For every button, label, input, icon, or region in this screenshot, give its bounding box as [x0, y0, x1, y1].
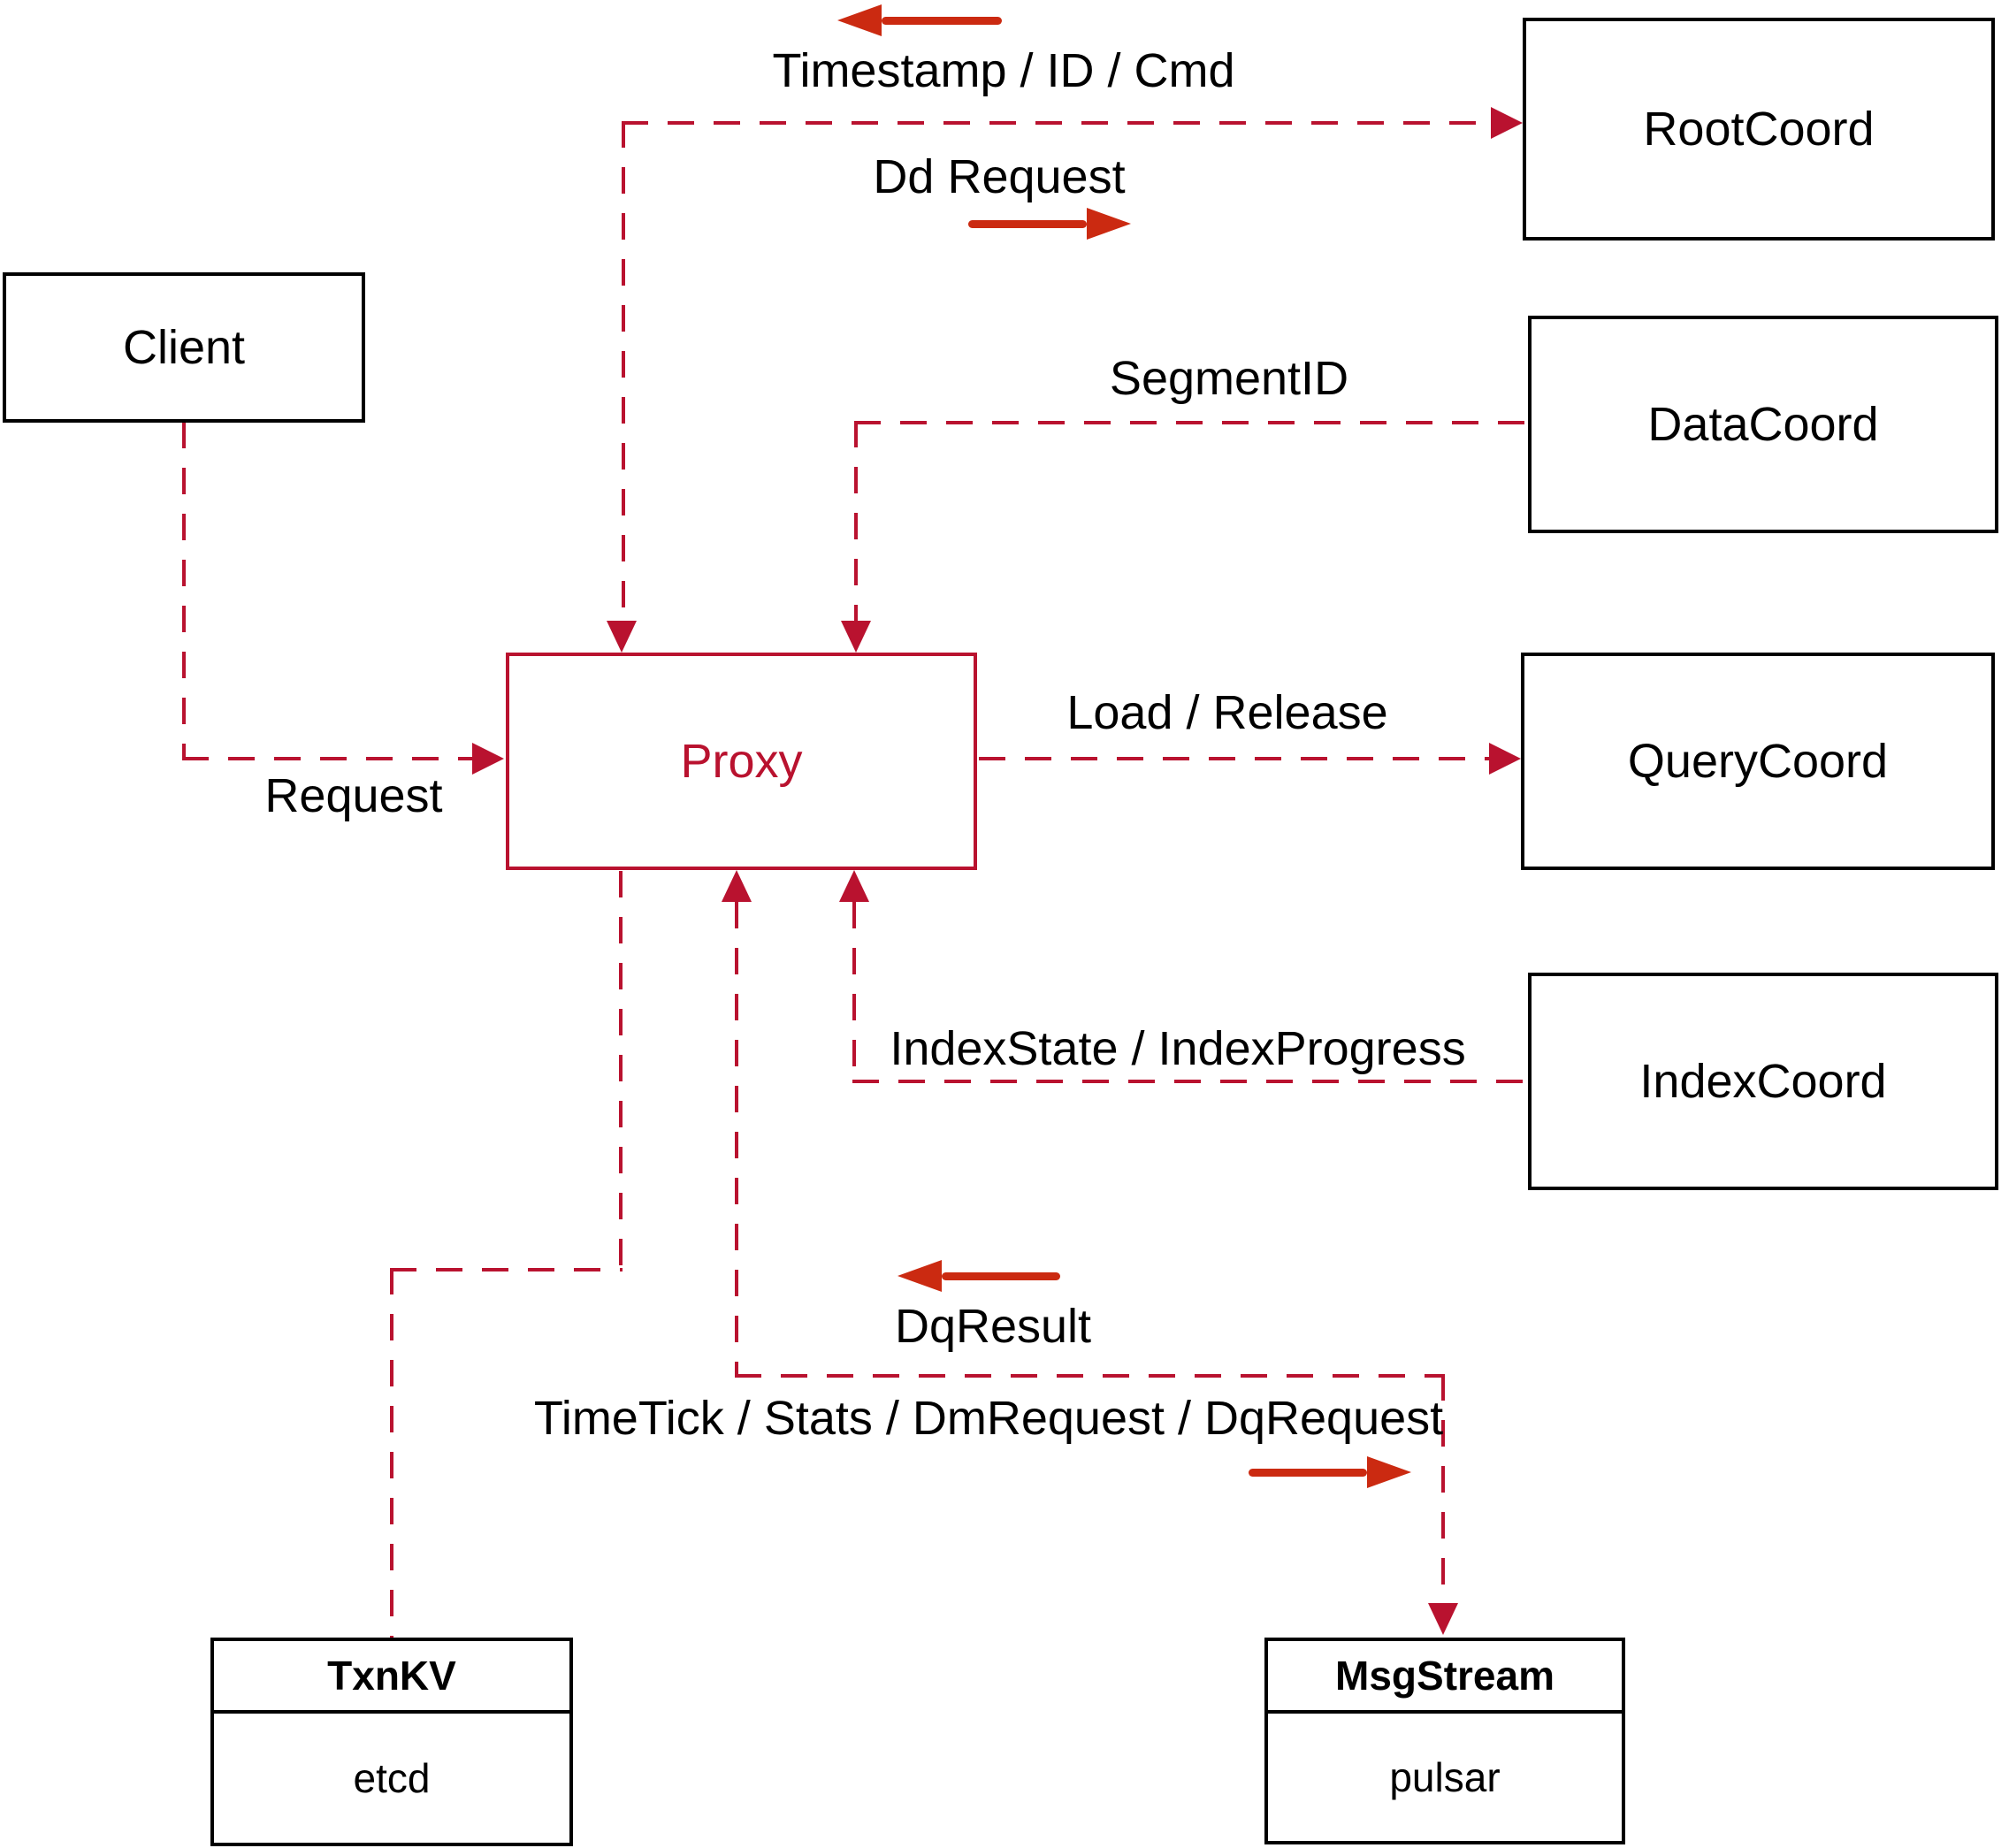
edge-indexcoord-proxy-vertical	[852, 902, 856, 1081]
edge-label-index-state: IndexState / IndexProgress	[890, 1022, 1466, 1075]
edge-datacoord-proxy-horizontal	[854, 421, 1528, 424]
node-proxy-label: Proxy	[680, 735, 803, 788]
node-indexcoord-label: IndexCoord	[1639, 1055, 1887, 1108]
arrow-body	[942, 1271, 1060, 1280]
flow-direction-left-arrow-icon	[898, 1260, 1060, 1292]
edge-proxy-msgstream-vertical-bottom	[1441, 1374, 1445, 1603]
arrowhead-into-msgstream-icon	[1428, 1603, 1458, 1635]
node-indexcoord: IndexCoord	[1528, 973, 1998, 1190]
node-msgstream-impl: pulsar	[1389, 1754, 1501, 1800]
arrow-body	[1249, 1468, 1367, 1477]
edge-datacoord-proxy-vertical	[854, 421, 858, 622]
arrowhead-into-proxy-bottom-left-icon	[722, 870, 752, 902]
node-txnkv-impl: etcd	[353, 1755, 431, 1801]
edge-label-dd-request: Dd Request	[873, 150, 1126, 203]
edge-label-request: Request	[264, 769, 443, 822]
node-client-label: Client	[122, 321, 246, 374]
flow-direction-right-arrow-icon	[1249, 1456, 1411, 1488]
arrow-head	[1087, 208, 1131, 240]
edge-client-proxy-vertical	[182, 422, 186, 759]
node-datacoord: DataCoord	[1528, 316, 1998, 533]
edge-proxy-rootcoord-vertical	[622, 121, 625, 622]
flow-direction-left-arrow-icon	[837, 4, 1002, 36]
flow-direction-right-arrow-icon	[968, 208, 1131, 240]
edge-client-proxy-horizontal	[182, 757, 474, 760]
node-rootcoord: RootCoord	[1523, 18, 1995, 241]
node-querycoord: QueryCoord	[1521, 653, 1995, 870]
edge-label-segment-id: SegmentID	[1109, 352, 1349, 405]
node-msgstream: MsgStream pulsar	[1264, 1638, 1625, 1844]
arrowhead-into-rootcoord-icon	[1491, 107, 1523, 139]
arrow-head	[898, 1260, 942, 1292]
arrowhead-into-proxy-left-icon	[472, 743, 504, 775]
arrowhead-into-proxy-top-right-icon	[841, 621, 871, 653]
edge-label-dq-result: DqResult	[894, 1300, 1092, 1353]
edge-proxy-msgstream-horizontal	[735, 1374, 1443, 1378]
edge-label-load-release: Load / Release	[1066, 686, 1388, 739]
node-txnkv: TxnKV etcd	[210, 1638, 573, 1846]
edge-label-timestamp-id-cmd: Timestamp / ID / Cmd	[772, 44, 1235, 97]
edge-proxy-querycoord	[979, 757, 1489, 760]
node-rootcoord-label: RootCoord	[1643, 103, 1875, 156]
node-querycoord-label: QueryCoord	[1627, 735, 1889, 788]
node-proxy: Proxy	[506, 653, 977, 870]
edge-proxy-rootcoord-horizontal	[622, 121, 1491, 125]
node-msgstream-title: MsgStream	[1268, 1641, 1622, 1714]
node-client: Client	[3, 272, 365, 423]
arrow-head	[1367, 1456, 1411, 1488]
node-datacoord-label: DataCoord	[1647, 398, 1879, 451]
arrowhead-into-querycoord-icon	[1489, 743, 1521, 775]
edge-proxy-msgstream-vertical-top	[735, 902, 738, 1376]
edge-proxy-txnkv-horizontal	[390, 1268, 623, 1271]
edge-proxy-txnkv-vertical-bottom	[390, 1268, 393, 1638]
arrowhead-into-proxy-top-left-icon	[607, 621, 637, 653]
edge-indexcoord-proxy-horizontal	[852, 1080, 1528, 1083]
arrow-body	[968, 219, 1087, 228]
edge-proxy-txnkv-vertical-top	[619, 871, 623, 1270]
arrowhead-into-proxy-bottom-right-icon	[839, 870, 869, 902]
arrow-head	[837, 4, 882, 36]
node-txnkv-title: TxnKV	[214, 1641, 569, 1714]
arrow-body	[882, 16, 1002, 25]
edge-label-time-tick: TimeTick / Stats / DmRequest / DqRequest	[533, 1392, 1444, 1445]
